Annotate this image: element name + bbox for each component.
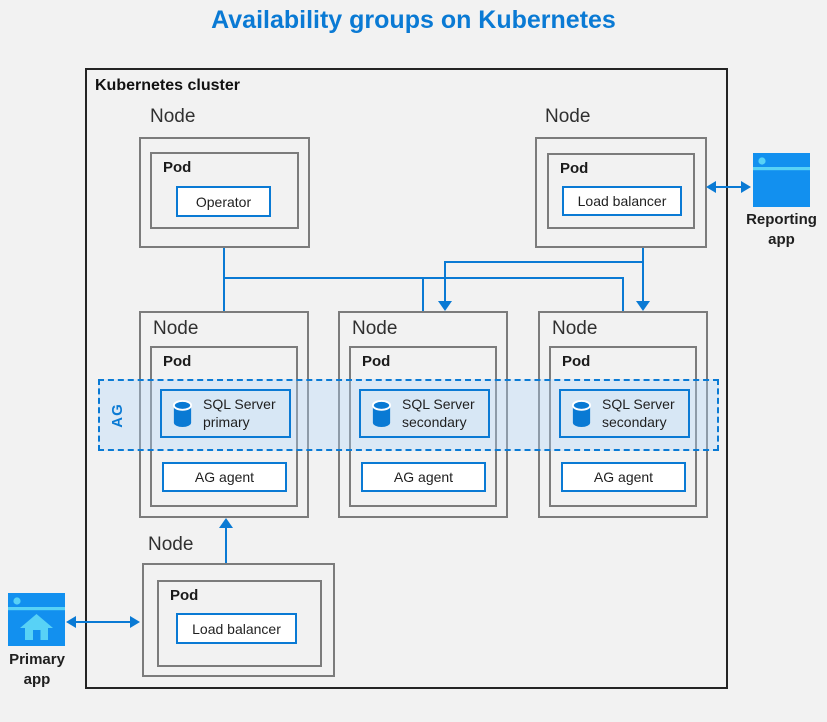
database-icon [571, 399, 592, 427]
primary-app-icon [8, 593, 65, 651]
connector-lb-drop-node2 [444, 261, 446, 303]
sql-server-secondary-box-2: SQL Server secondary [559, 389, 690, 438]
sql-node-2-label: Node [352, 318, 398, 339]
sql-text-line1: SQL Server [203, 396, 276, 413]
database-icon [172, 399, 193, 427]
arrowhead-left-reporting [706, 181, 716, 193]
sql-pod-1-label: Pod [163, 353, 192, 370]
reporting-app-icon [753, 153, 810, 212]
arrowhead-right-primary [130, 616, 140, 628]
connector-lb-vertical [642, 248, 644, 303]
operator-node-label: Node [150, 106, 196, 127]
sql-server-secondary-text: SQL Server secondary [402, 396, 475, 430]
kubernetes-cluster-label: Kubernetes cluster [95, 77, 240, 94]
operator-box: Operator [176, 186, 271, 217]
reporting-app-label-line1: Reporting [746, 211, 817, 228]
sql-text-line1: SQL Server [602, 396, 675, 413]
primary-app-label-line1: Primary [9, 651, 65, 668]
lb-bottom-box: Load balancer [176, 613, 297, 644]
ag-agent-box-3: AG agent [561, 462, 686, 492]
sql-text-line2: secondary [402, 413, 467, 430]
availability-group-label: AG [108, 402, 126, 428]
reporting-app-label: Reporting app [733, 210, 827, 249]
arrowhead-right-reporting [741, 181, 751, 193]
availability-group-label-wrap: AG [98, 379, 136, 451]
connector-operator-drop-node2 [422, 277, 424, 311]
connector-operator-drop-node3 [622, 277, 624, 311]
lb-bottom-node-label: Node [148, 534, 194, 555]
sql-node-3-label: Node [552, 318, 598, 339]
reporting-app-label-line2: app [768, 230, 795, 248]
sql-text-line2: primary [203, 413, 250, 430]
lb-top-node-label: Node [545, 106, 591, 127]
arrowhead-up-node1 [219, 518, 233, 528]
connector-primary-line [74, 621, 132, 623]
primary-app-label: Primary app [0, 650, 74, 689]
sql-server-primary-text: SQL Server primary [203, 396, 276, 430]
lb-top-pod-label: Pod [560, 160, 589, 177]
operator-pod-label: Pod [163, 159, 192, 176]
connector-bottom-lb-vertical [225, 527, 227, 563]
connector-lb-horizontal [444, 261, 644, 263]
sql-server-secondary-box-1: SQL Server secondary [359, 389, 490, 438]
arrowhead-down-node3 [636, 301, 650, 311]
lb-bottom-pod-label: Pod [170, 587, 199, 604]
connector-operator-vertical [223, 248, 225, 311]
ag-agent-box-1: AG agent [162, 462, 287, 492]
sql-pod-2-label: Pod [362, 353, 391, 370]
sql-server-primary-box: SQL Server primary [160, 389, 291, 438]
arrowhead-left-primary [66, 616, 76, 628]
sql-text-line2: secondary [602, 413, 667, 430]
sql-node-1-label: Node [153, 318, 199, 339]
kubernetes-cluster-box [85, 68, 728, 689]
connector-reporting-line [712, 186, 742, 188]
sql-pod-3-label: Pod [562, 353, 591, 370]
lb-top-box: Load balancer [562, 186, 682, 216]
arrowhead-down-node2 [438, 301, 452, 311]
sql-text-line1: SQL Server [402, 396, 475, 413]
sql-server-secondary-text: SQL Server secondary [602, 396, 675, 430]
ag-agent-box-2: AG agent [361, 462, 486, 492]
database-icon [371, 399, 392, 427]
primary-app-label-line2: app [23, 670, 51, 688]
diagram-title: Availability groups on Kubernetes [211, 6, 616, 34]
